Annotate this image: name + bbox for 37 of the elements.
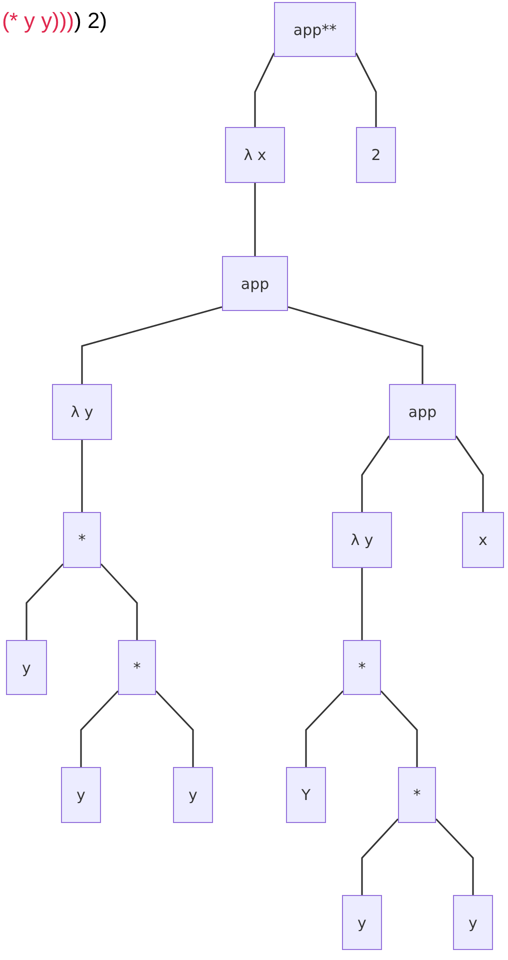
tree-node-box: * xyxy=(63,512,101,568)
connector-line xyxy=(361,568,363,640)
connector-line xyxy=(80,690,119,767)
tree-node-box: * xyxy=(398,767,436,823)
connector-line xyxy=(254,52,275,127)
tree-node-box: y xyxy=(61,767,101,823)
connector-line xyxy=(435,818,474,895)
connector-line xyxy=(81,440,83,512)
connector-line xyxy=(155,690,194,767)
tree-node-box: y xyxy=(173,767,213,823)
connector-line xyxy=(361,818,399,895)
tree-node-box: app xyxy=(389,384,456,440)
tree-node-box: * xyxy=(343,640,381,695)
expression-text: ) 2) xyxy=(74,8,108,34)
tree-node-box: λ y xyxy=(332,512,392,568)
connector-line xyxy=(380,690,418,767)
connector-line xyxy=(455,436,484,512)
tree-node-box: y xyxy=(6,640,47,695)
tree-node-box: 2 xyxy=(356,127,396,183)
connector-line xyxy=(361,436,390,512)
connector-line xyxy=(254,183,256,256)
tree-node-box: app xyxy=(222,256,288,311)
connector-line xyxy=(26,563,64,640)
tree-node-box: app** xyxy=(274,2,356,57)
expression-text: (* y y))) xyxy=(2,8,74,34)
connector-line xyxy=(355,52,377,127)
tree-node-box: y xyxy=(342,895,382,950)
tree-node-box: y xyxy=(453,895,493,950)
tree-node-box: * xyxy=(118,640,156,695)
connector-line xyxy=(305,690,344,767)
tree-node-box: Y xyxy=(286,767,326,823)
tree-node-box: x xyxy=(462,512,504,568)
tree-node-box: λ x xyxy=(225,127,285,183)
connector-line xyxy=(288,306,424,384)
tree-node-box: λ y xyxy=(52,384,112,440)
connector-line xyxy=(100,563,138,640)
connector-line xyxy=(81,306,222,384)
